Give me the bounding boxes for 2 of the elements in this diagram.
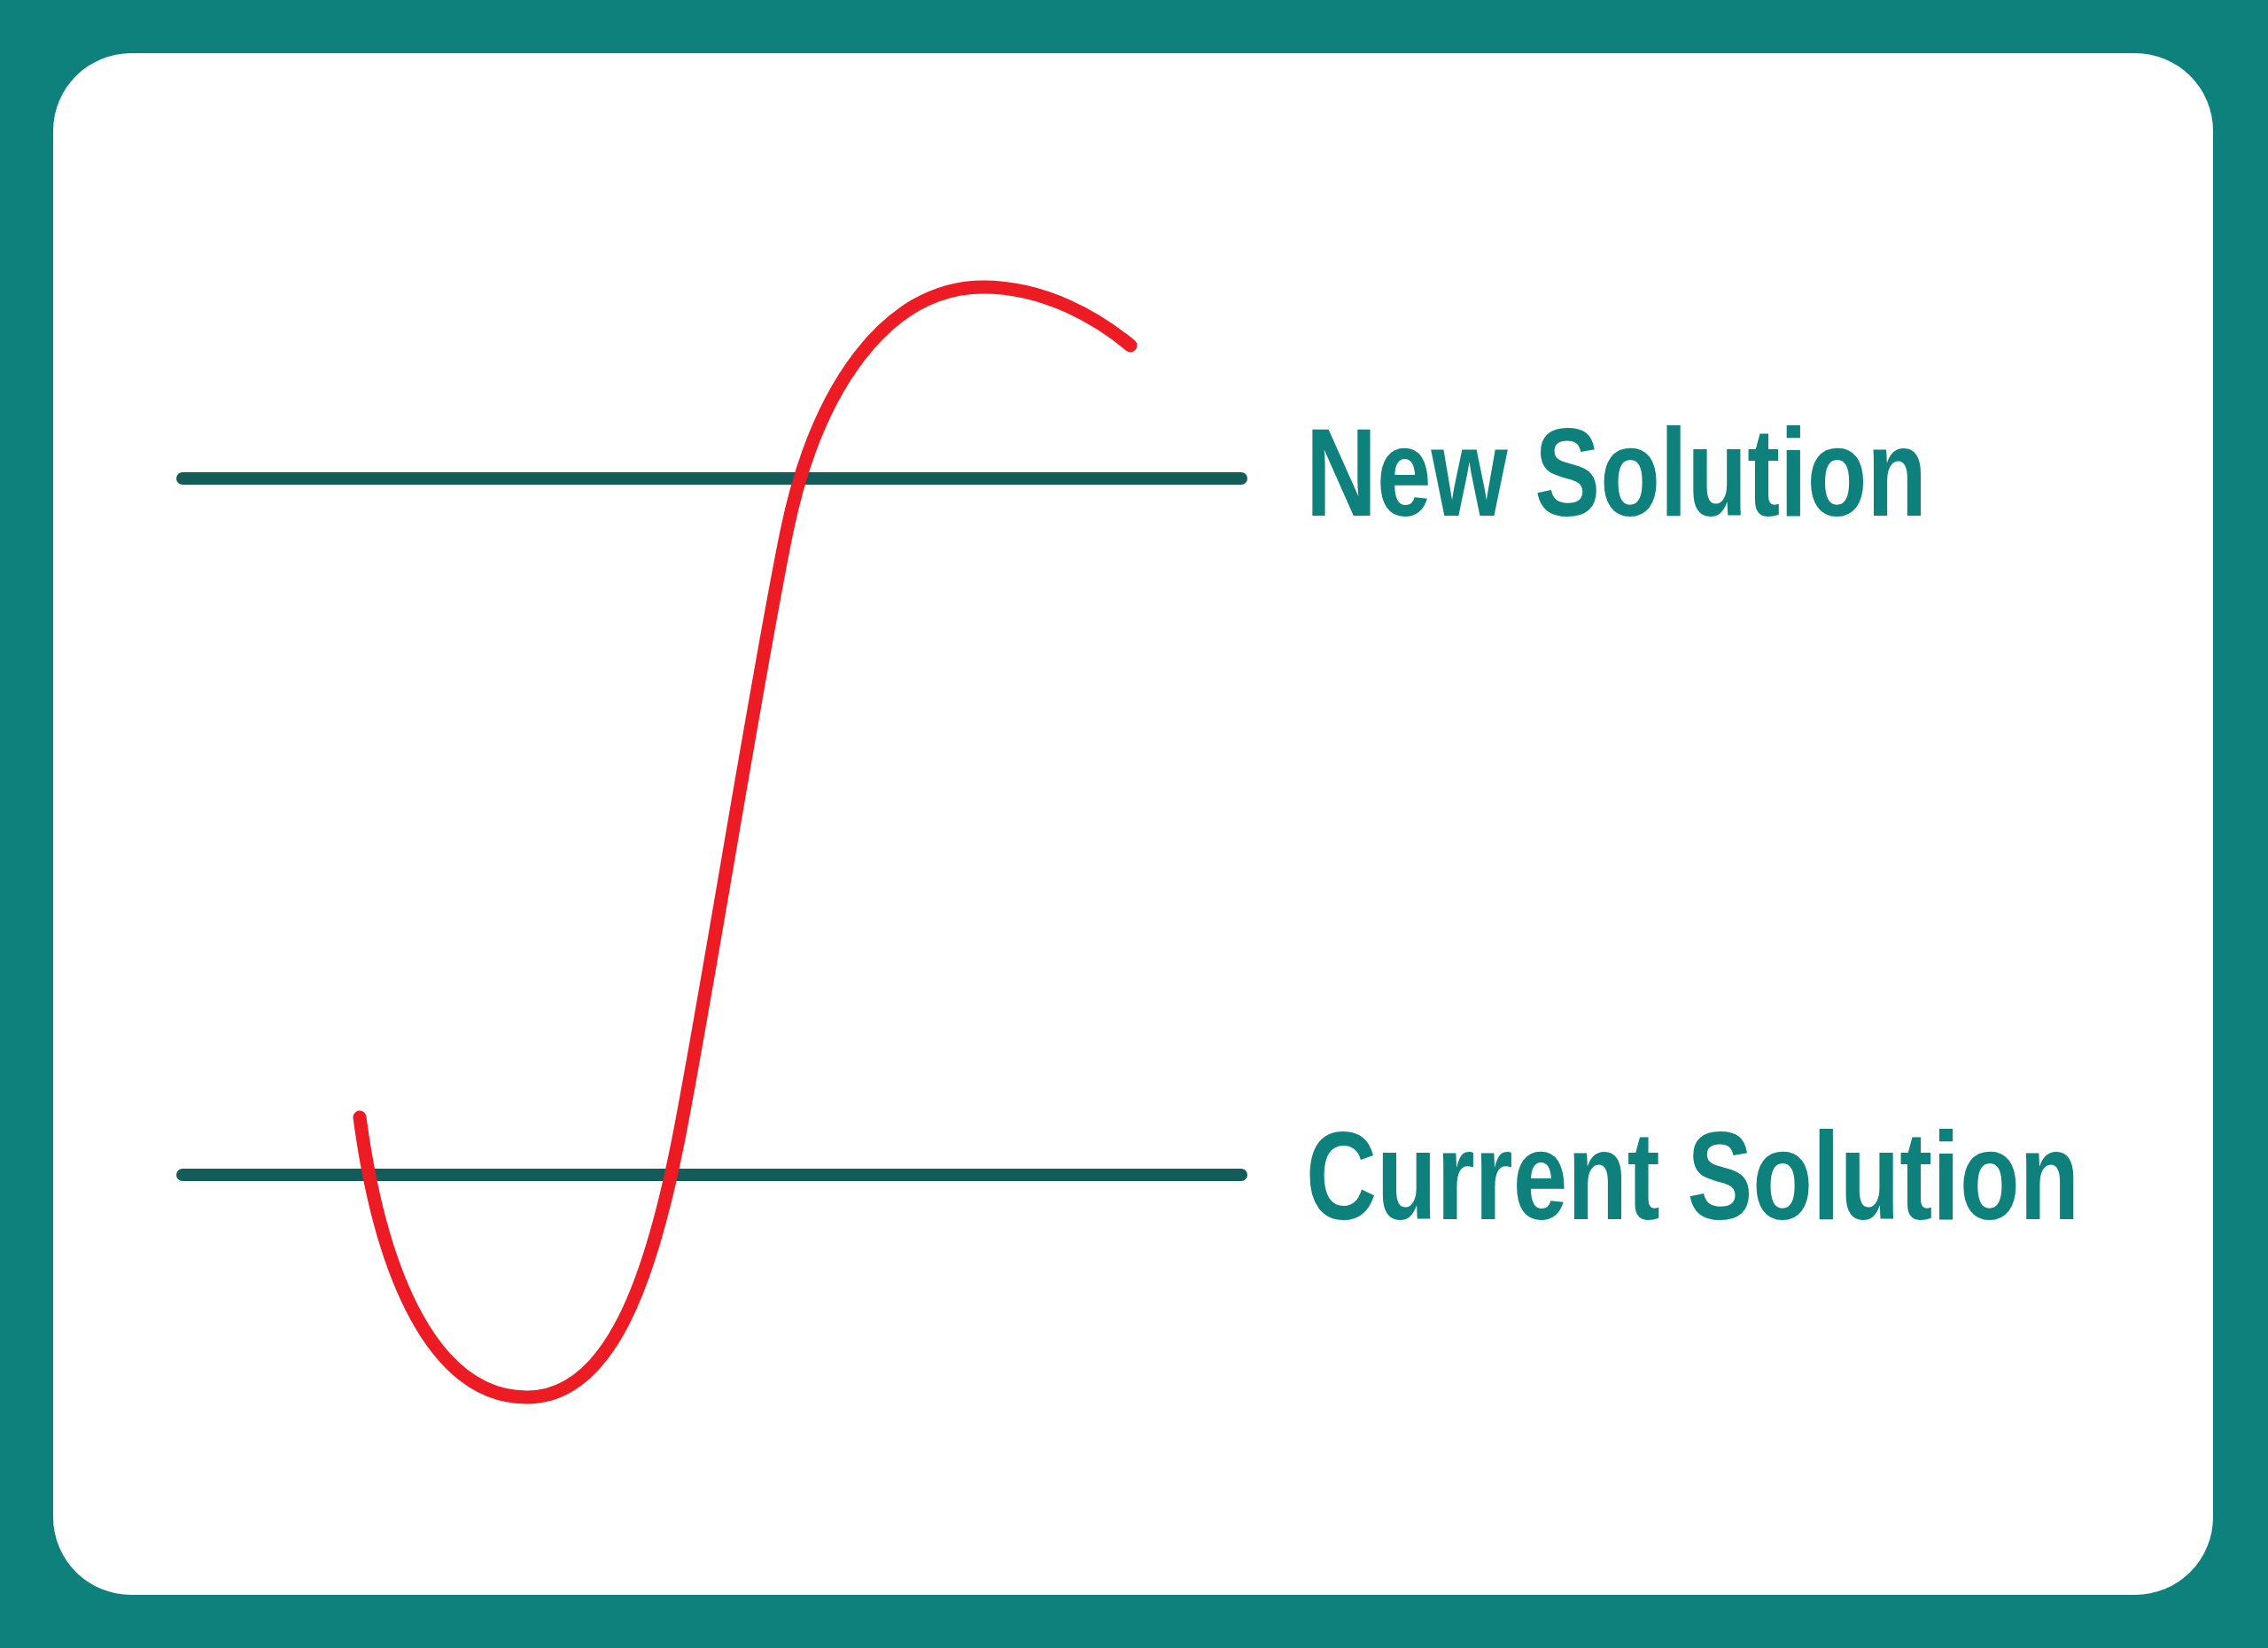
line-label: New Solution — [1306, 410, 1927, 535]
line-label: Current Solution — [1306, 1114, 2080, 1239]
